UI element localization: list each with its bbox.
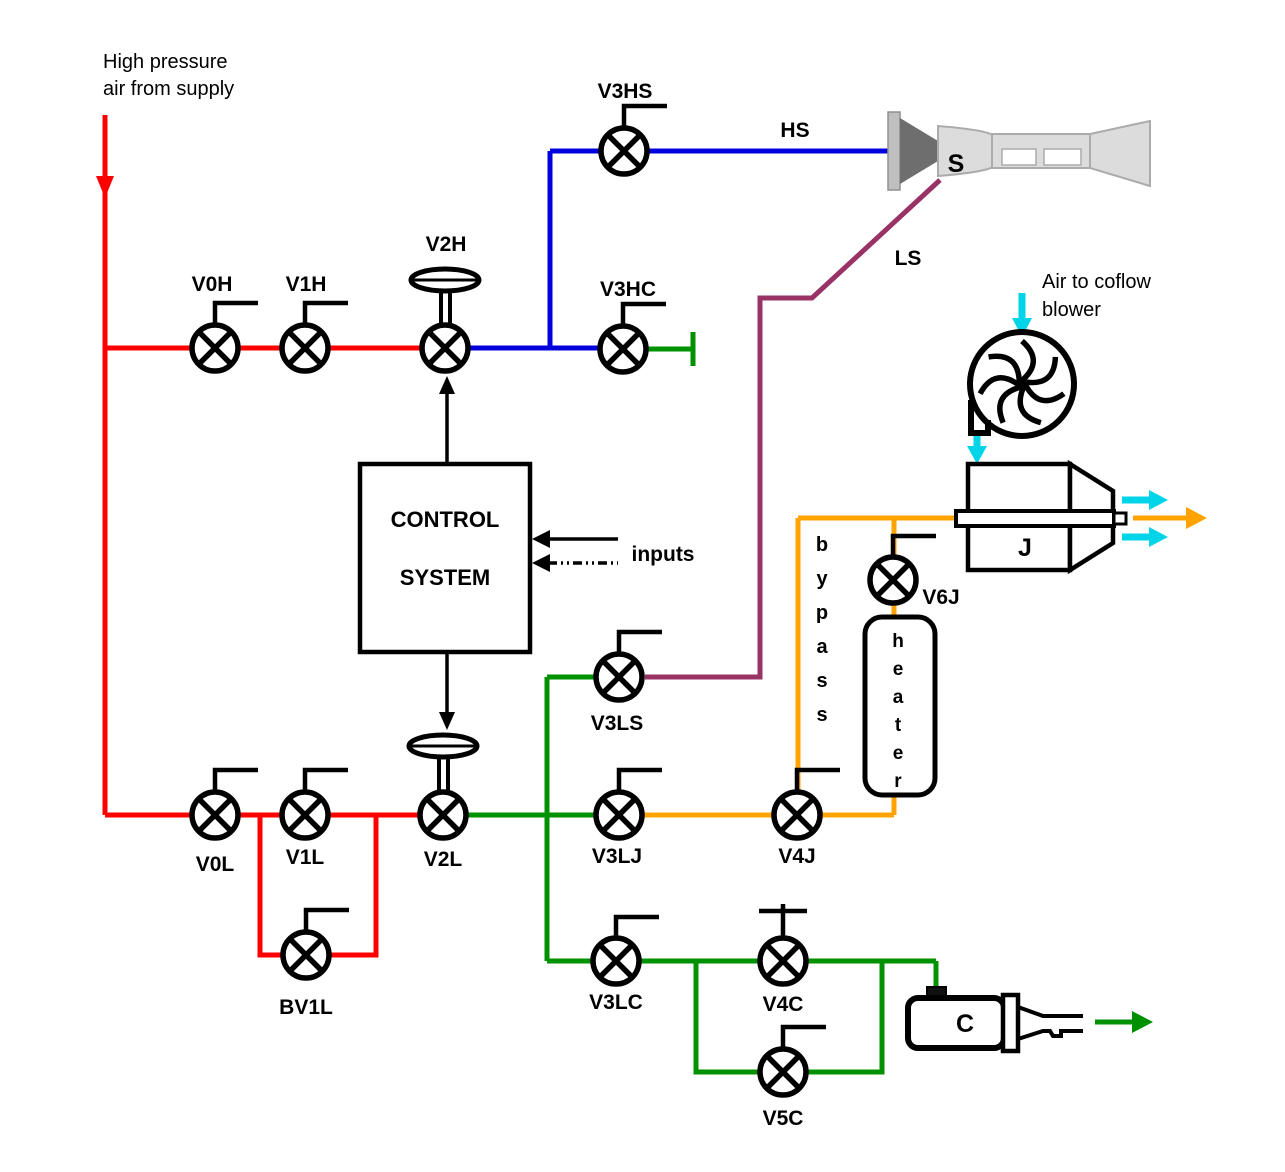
valve-label-v4j: V4J	[778, 845, 815, 868]
valve-label-v3hc: V3HC	[600, 278, 656, 301]
stream-label-j: J	[1018, 534, 1032, 562]
valve-v2l	[420, 792, 466, 838]
valve-label-v1h: V1H	[286, 273, 327, 296]
valve-v5c	[760, 1049, 806, 1095]
coflow-air-arrows-cyan	[967, 293, 1168, 547]
valve-v3lc	[593, 938, 639, 984]
sense-line-purple	[645, 178, 942, 680]
valve-label-v3ls: V3LS	[591, 712, 644, 735]
stream-label-s: S	[948, 150, 965, 178]
valve-label-v0l: V0L	[196, 853, 235, 876]
valve-label-v2h: V2H	[426, 233, 467, 256]
control-box-label-line1: CONTROL	[391, 507, 500, 532]
valve-label-v4c: V4C	[763, 993, 804, 1016]
valve-v4j	[774, 792, 820, 838]
svg-text:s: s	[816, 670, 827, 692]
svg-text:h: h	[892, 631, 904, 652]
heater-vertical-label: h e a t e r	[892, 631, 904, 792]
svg-text:e: e	[893, 743, 904, 764]
coflow-label-line2: blower	[1042, 299, 1101, 321]
svg-text:r: r	[894, 771, 902, 792]
valve-label-v0h: V0H	[192, 273, 233, 296]
svg-text:a: a	[893, 687, 904, 708]
valve-v2h	[422, 325, 468, 371]
coflow-blower-icon	[967, 329, 1077, 439]
valve-bv1l	[283, 932, 329, 978]
stream-label-c: C	[956, 1010, 974, 1038]
valve-label-bv1l: BV1L	[279, 996, 333, 1019]
valve-label-v2l: V2L	[424, 848, 463, 871]
svg-text:s: s	[816, 704, 827, 726]
stream-label-hs: HS	[780, 119, 809, 142]
stream-label-ls: LS	[895, 247, 922, 270]
valve-v0h	[192, 325, 238, 371]
supply-label-line1: High pressure	[103, 51, 228, 73]
valve-v6j	[870, 557, 916, 603]
valve-label-v1l: V1L	[286, 846, 325, 869]
svg-text:p: p	[816, 602, 828, 624]
valve-label-v5c: V5C	[763, 1107, 804, 1130]
svg-text:t: t	[895, 715, 902, 736]
valve-v3hs	[601, 128, 647, 174]
svg-text:b: b	[816, 534, 828, 556]
high-pressure-line-blue	[445, 148, 890, 351]
combustor-c-graphic	[905, 986, 1083, 1054]
nozzle-s-graphic	[887, 111, 1151, 191]
control-system-box	[357, 461, 533, 655]
valve-v3ls	[596, 654, 642, 700]
valve-v3lj	[596, 792, 642, 838]
combustor-out-arrowhead	[1132, 1011, 1153, 1033]
valve-label-v3hs: V3HS	[598, 80, 653, 103]
heater-box	[862, 614, 938, 798]
coflow-label-line1: Air to coflow	[1042, 271, 1151, 293]
supply-line-red	[102, 115, 445, 958]
inputs-label: inputs	[632, 543, 695, 566]
bypass-vertical-label: b y p a s s	[816, 534, 829, 726]
valve-label-v3lc: V3LC	[589, 991, 643, 1014]
valve-v1h	[282, 325, 328, 371]
supply-flow-arrowhead	[96, 176, 114, 198]
svg-text:a: a	[816, 636, 828, 658]
valve-actuators	[406, 266, 482, 792]
supply-label-line2: air from supply	[103, 78, 234, 100]
valve-label-v3lj: V3LJ	[592, 845, 642, 868]
jet-out-arrowhead	[1186, 507, 1207, 529]
valve-v4c	[760, 938, 806, 984]
control-signal-arrows	[439, 376, 618, 730]
control-box-label-line2: SYSTEM	[400, 565, 490, 590]
valve-v0l	[192, 792, 238, 838]
jet-assembly	[954, 459, 1128, 575]
svg-text:y: y	[816, 568, 828, 590]
valve-label-v6j: V6J	[922, 586, 959, 609]
svg-text:e: e	[893, 659, 904, 680]
valve-handles	[212, 103, 936, 1049]
valve-v1l	[282, 792, 328, 838]
valve-v3hc	[600, 326, 646, 372]
